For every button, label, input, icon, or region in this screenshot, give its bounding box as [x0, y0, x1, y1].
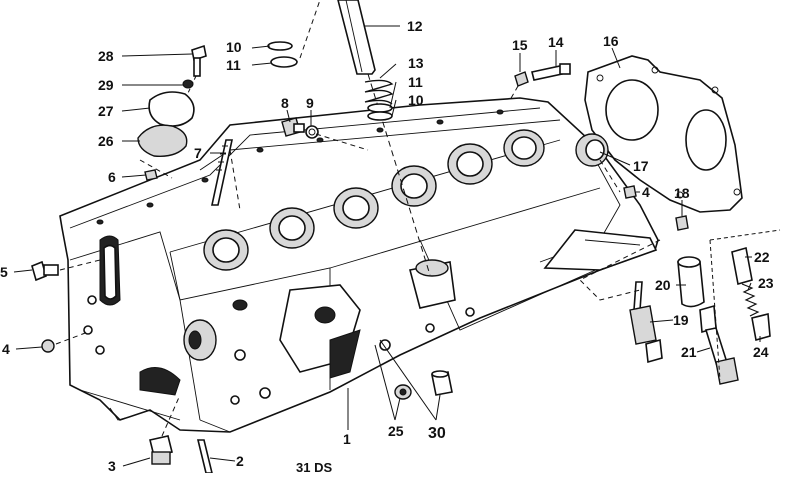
cover-27 [148, 91, 195, 127]
callout-19: 19 [673, 312, 689, 328]
stud-7 [211, 139, 233, 206]
deck-bolt-holes [96, 109, 504, 225]
callout-20: 20 [655, 277, 671, 293]
washer-29 [182, 79, 194, 89]
callout-3: 3 [108, 458, 116, 473]
callout-labels: 28 29 27 26 6 7 5 4 3 2 10 11 8 9 12 13 … [0, 18, 774, 475]
fitting-5 [31, 259, 101, 282]
callout-4-left: 4 [2, 341, 10, 357]
callout-26: 26 [98, 133, 114, 149]
callout-18: 18 [674, 185, 690, 201]
callout-2: 2 [236, 453, 244, 469]
plug-8 [281, 117, 369, 151]
callout-29: 29 [98, 77, 114, 93]
callout-4-right: 4 [642, 184, 650, 200]
callout-17: 17 [633, 158, 649, 174]
callout-15: 15 [512, 37, 528, 53]
callout-8: 8 [281, 95, 289, 111]
tube-rings [367, 103, 393, 121]
callout-11-top: 11 [226, 57, 241, 73]
callout-16: 16 [603, 33, 619, 49]
callout-21: 21 [681, 344, 697, 360]
plug-18 [675, 215, 689, 231]
leader-lines [13, 25, 761, 467]
callout-10-mid: 10 [408, 92, 424, 108]
callout-28: 28 [98, 48, 114, 64]
callout-14: 14 [548, 34, 564, 50]
callout-25: 25 [388, 423, 404, 439]
spring-13 [364, 79, 394, 105]
cylinder-bores [203, 129, 545, 271]
parts-19-21 [629, 256, 739, 385]
callout-10-top: 10 [226, 39, 242, 55]
callout-11-mid: 11 [408, 74, 423, 90]
callout-13: 13 [408, 55, 424, 71]
footer-code: 31 DS [296, 460, 332, 473]
callout-27: 27 [98, 103, 114, 119]
top-rings [267, 0, 321, 68]
fitting-14-15 [509, 63, 571, 101]
callout-1: 1 [343, 431, 351, 447]
engine-block [59, 97, 659, 433]
callout-23: 23 [758, 275, 774, 291]
callout-12: 12 [407, 18, 423, 34]
front-cover-gasket [584, 55, 743, 213]
gasket-26 [137, 124, 188, 157]
callout-9: 9 [306, 95, 314, 111]
callout-24: 24 [753, 344, 769, 360]
plug-4-right [623, 185, 637, 199]
sensor-3 [149, 394, 181, 465]
callout-30: 30 [428, 425, 446, 442]
callout-7: 7 [194, 145, 202, 161]
plugs-25-30 [394, 370, 453, 400]
seal-ring-17 [575, 133, 609, 167]
callout-5: 5 [0, 264, 8, 280]
stud-2 [196, 439, 214, 474]
callout-6: 6 [108, 169, 116, 185]
dashed-guides [139, 149, 661, 301]
plug-4-left [41, 331, 89, 353]
callout-22: 22 [754, 249, 770, 265]
plug-6 [144, 169, 158, 181]
